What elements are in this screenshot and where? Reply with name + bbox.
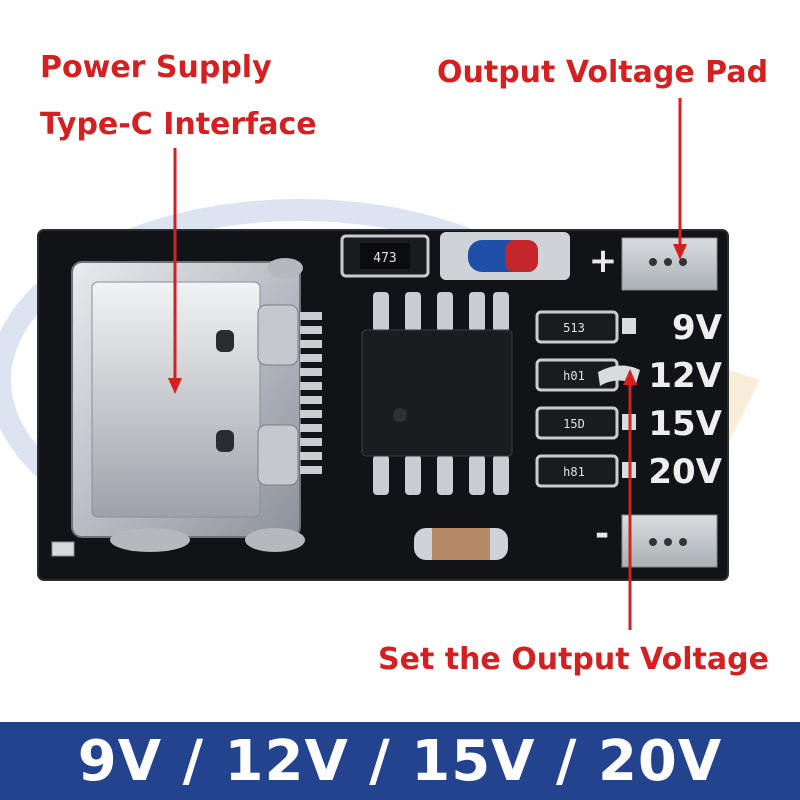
- arrow-output-pad: [673, 98, 687, 260]
- output-pad-negative: [621, 514, 718, 568]
- minus-sign: -: [595, 514, 609, 554]
- resistor-20v: h81: [535, 454, 636, 488]
- arrow-set-voltage: [623, 369, 637, 630]
- led: [51, 541, 75, 557]
- resistor-20v-label: h81: [563, 465, 585, 479]
- resistor-473: 473: [340, 234, 430, 278]
- product-photo: 473 + - 513: [0, 98, 760, 630]
- resistor-473-label: 473: [373, 251, 396, 266]
- resistor-15v-label: 15D: [563, 417, 585, 431]
- output-pad-label: Output Voltage Pad: [437, 55, 769, 90]
- power-supply-label: Power Supply: [40, 50, 272, 85]
- voltage-banner: 9V / 12V / 15V / 20V: [0, 722, 800, 800]
- voltage-label-9v: 9V: [672, 308, 723, 348]
- voltage-label-15v: 15V: [648, 404, 722, 444]
- capacitor: [414, 528, 508, 560]
- resistor-12v-label: h01: [563, 369, 585, 383]
- resistor-9v-label: 513: [563, 321, 585, 335]
- diode: [440, 232, 570, 280]
- voltage-label-12v: 12V: [648, 356, 722, 396]
- voltage-label-20v: 20V: [648, 452, 722, 492]
- output-pad-positive: [621, 237, 718, 291]
- plus-sign: +: [589, 241, 618, 281]
- voltage-banner-text: 9V / 12V / 15V / 20V: [77, 728, 723, 794]
- ic-chip: [361, 292, 513, 495]
- usb-c-connector: [71, 258, 322, 552]
- arrow-power-supply: [168, 148, 182, 394]
- type-c-label: Type-C Interface: [40, 107, 317, 142]
- resistor-9v: 513: [535, 310, 636, 344]
- set-voltage-label: Set the Output Voltage: [378, 642, 769, 677]
